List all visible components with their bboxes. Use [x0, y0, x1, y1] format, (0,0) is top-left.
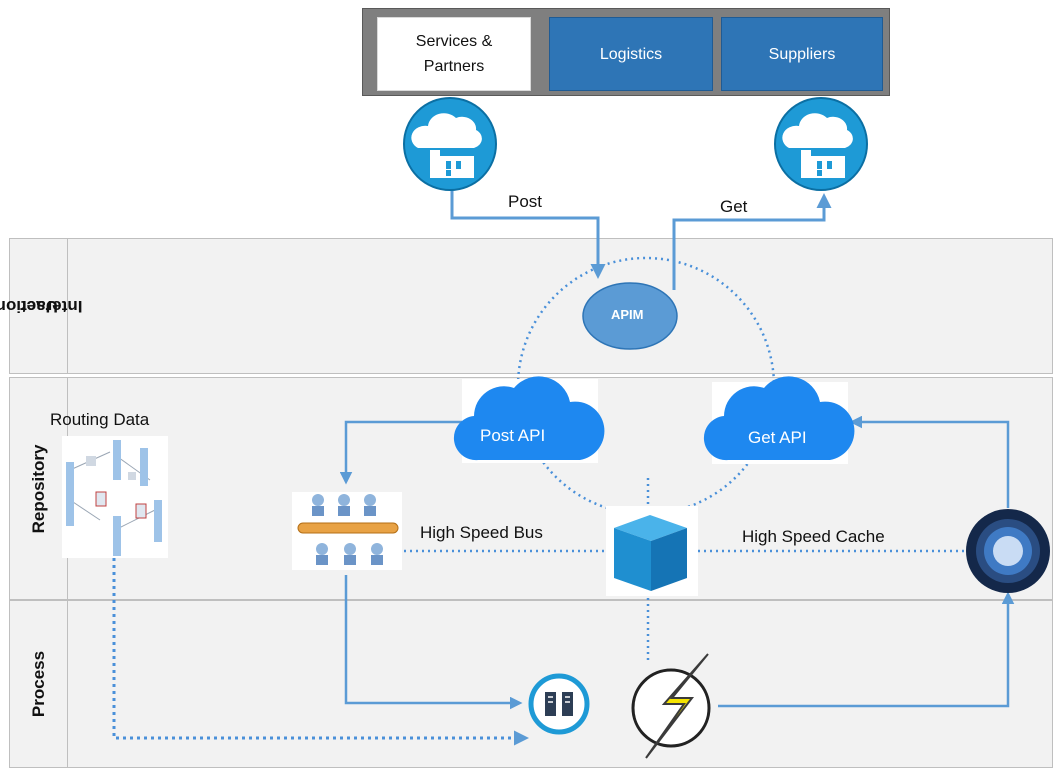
band-label-process: Process: [10, 601, 68, 767]
server-icon: [528, 673, 590, 735]
cache-disk-icon: [966, 509, 1050, 593]
apim-label: APIM: [611, 307, 644, 322]
factory-icon: [774, 97, 868, 191]
post-api-to-bus-connector: [339, 420, 468, 485]
post-api-cloud: [453, 376, 605, 463]
get-connector: [672, 193, 832, 290]
cube-icon: [606, 506, 698, 596]
high-speed-bus-label: High Speed Bus: [420, 523, 543, 542]
band-process: Process: [9, 600, 1053, 768]
tab-label: Suppliers: [768, 45, 836, 63]
tab-suppliers: Suppliers: [721, 17, 883, 91]
lightning-icon: [631, 653, 711, 759]
stakeholder-header: Services & Partners Logistics Suppliers: [362, 8, 890, 96]
high-speed-cache-label: High Speed Cache: [742, 527, 885, 546]
cache-to-get-api-connector: [849, 415, 1010, 508]
process-to-cache-connector: [718, 591, 1015, 708]
post-api-label: Post API: [480, 426, 546, 445]
post-arrow-label: Post: [508, 192, 543, 211]
bus-to-server-connector: [344, 575, 523, 710]
get-api-label: Get API: [748, 428, 807, 447]
tab-services-partners: Services & Partners: [377, 17, 531, 91]
get-api-cloud: [703, 376, 855, 464]
apim-node: [582, 282, 678, 350]
get-arrow-label: Get: [720, 197, 748, 216]
routing-data-label: Routing Data: [50, 410, 150, 429]
tab-label: Services & Partners: [415, 33, 493, 75]
routing-to-server-connector: [112, 558, 529, 746]
factory-icon: [403, 97, 497, 191]
tab-label: Logistics: [599, 45, 663, 63]
tab-logistics: Logistics: [549, 17, 713, 91]
post-connector: [450, 188, 606, 279]
routing-diagram-icon: [62, 436, 168, 558]
esb-icon: [292, 492, 402, 570]
